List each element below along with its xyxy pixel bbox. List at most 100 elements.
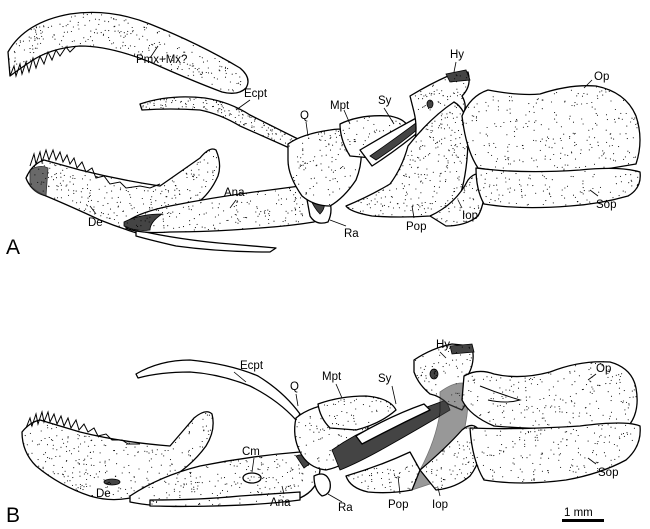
stipple-dot (390, 481, 392, 483)
stipple-dot (510, 470, 512, 472)
stipple-dot (581, 118, 583, 120)
stipple-dot (335, 158, 337, 161)
stipple-dot (538, 429, 540, 431)
stipple-dot (191, 422, 193, 424)
stipple-dot (444, 181, 447, 183)
stipple-dot (524, 439, 526, 441)
stipple-dot (213, 169, 216, 172)
stipple-dot (85, 208, 87, 210)
stipple-dot (203, 179, 205, 181)
stipple-dot (166, 52, 168, 54)
stipple-dot (628, 403, 630, 405)
stipple-dot (93, 464, 95, 467)
stipple-dot (89, 20, 91, 22)
stipple-dot (409, 164, 411, 166)
stipple-dot (90, 457, 92, 459)
stipple-dot (541, 108, 543, 110)
stipple-dot (431, 93, 433, 95)
stipple-dot (267, 218, 270, 221)
stipple-dot (19, 40, 21, 42)
stipple-dot (520, 412, 522, 414)
stipple-dot (417, 209, 420, 211)
stipple-dot (455, 359, 457, 361)
stipple-dot (35, 33, 38, 35)
stipple-dot (363, 127, 365, 129)
stipple-dot (619, 393, 621, 395)
stipple-dot (423, 368, 425, 370)
stipple-dot (467, 141, 469, 144)
stipple-dot (66, 450, 68, 452)
stipple-dot (433, 139, 435, 141)
stipple-dot (249, 115, 251, 117)
stipple-dot (368, 116, 370, 118)
stipple-dot (461, 97, 463, 99)
stipple-dot (535, 420, 537, 422)
stipple-dot (403, 202, 405, 204)
stipple-dot (449, 95, 451, 97)
stipple-dot (611, 376, 614, 378)
stipple-dot (457, 130, 460, 132)
stipple-dot (251, 126, 253, 128)
stipple-dot (98, 23, 100, 25)
stipple-dot (432, 481, 434, 483)
stipple-dot (578, 415, 580, 417)
stipple-dot (405, 466, 407, 469)
stipple-dot (528, 407, 530, 409)
stipple-dot (553, 93, 555, 95)
stipple-dot (57, 473, 59, 475)
stipple-dot (117, 222, 120, 224)
stipple-dot (541, 429, 543, 431)
stipple-dot (441, 123, 443, 125)
stipple-dot (193, 179, 195, 181)
stipple-dot (113, 450, 115, 452)
stipple-dot (437, 146, 439, 148)
stipple-dot (155, 501, 158, 503)
stipple-dot (574, 158, 577, 160)
stipple-dot (618, 117, 620, 119)
stipple-dot (257, 491, 259, 493)
stipple-dot (54, 197, 56, 199)
stipple-dot (466, 359, 468, 361)
stipple-dot (472, 404, 474, 406)
stipple-dot (298, 464, 300, 466)
stipple-dot (579, 191, 581, 193)
stipple-dot (285, 488, 287, 490)
stipple-dot (61, 46, 63, 48)
stipple-dot (202, 446, 204, 448)
stipple-dot (435, 142, 437, 145)
stipple-dot (90, 13, 93, 15)
stipple-dot (355, 398, 357, 400)
label-sop: Sop (596, 199, 616, 211)
stipple-dot (319, 139, 321, 141)
stipple-dot (176, 67, 178, 70)
stipple-dot (477, 396, 479, 398)
stipple-dot (89, 192, 91, 194)
stipple-dot (462, 183, 464, 185)
stipple-dot (280, 131, 282, 133)
stipple-dot (485, 110, 487, 112)
stipple-dot (300, 157, 302, 159)
stipple-dot (578, 375, 580, 377)
stipple-dot (608, 90, 610, 93)
stipple-dot (609, 145, 611, 147)
stipple-dot (429, 203, 431, 205)
stipple-dot (28, 453, 30, 455)
stipple-dot (342, 129, 344, 131)
stipple-dot (200, 201, 202, 203)
stipple-dot (424, 201, 426, 204)
stipple-dot (197, 194, 199, 196)
stipple-dot (147, 103, 149, 105)
stipple-dot (438, 154, 440, 156)
stipple-dot (596, 124, 598, 126)
stipple-dot (233, 481, 235, 483)
stipple-dot (452, 117, 454, 119)
stipple-dot (51, 25, 53, 27)
stipple-dot (136, 187, 138, 189)
stipple-dot (55, 177, 58, 179)
stipple-dot (434, 200, 437, 203)
stipple-dot (272, 477, 274, 479)
stipple-dot (59, 43, 61, 45)
stipple-dot (599, 362, 601, 365)
stipple-dot (291, 138, 293, 140)
stipple-dot (481, 451, 483, 453)
